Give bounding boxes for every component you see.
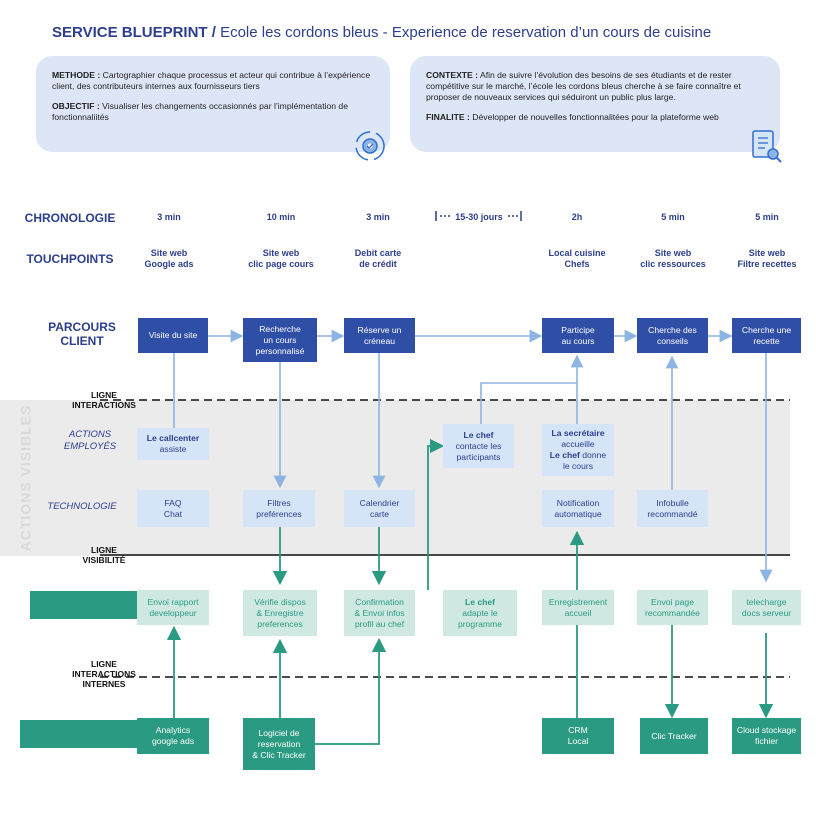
employe-chef-donne-text: donne le cours bbox=[562, 450, 607, 471]
touchpoint-2: Site web clic page cours bbox=[248, 248, 314, 269]
tech-calendrier-carte: Calendrier carte bbox=[344, 490, 415, 527]
touchpoint-1: Site web Google ads bbox=[144, 248, 194, 269]
chronologie-7: 5 min bbox=[755, 212, 779, 222]
soutien-analytics: Analytics google ads bbox=[137, 718, 209, 754]
chronologie-2: 10 min bbox=[266, 212, 296, 222]
page-title: SERVICE BLUEPRINT / Ecole les cordons bl… bbox=[52, 24, 711, 41]
invisible-envoi-page: Envoi page recommandée bbox=[637, 590, 708, 625]
tech-infobulle: Infobulle recommandé bbox=[637, 490, 708, 527]
chronologie-6: 5 min bbox=[661, 212, 685, 222]
touchpoint-6: Site web clic ressources bbox=[640, 248, 706, 269]
visible-arrows bbox=[173, 353, 773, 583]
chronology-bracket bbox=[435, 211, 522, 221]
chronologie-5: 2h bbox=[571, 212, 583, 222]
chronologie-1: 3 min bbox=[157, 212, 181, 222]
employe-secretaire-bold: La secrétaire bbox=[551, 428, 605, 438]
methode-label: METHODE : bbox=[52, 70, 101, 80]
invisible-enregistrement: Enregistrement accueil bbox=[542, 590, 614, 625]
finalite-label: FINALITE : bbox=[426, 112, 470, 122]
employe-chef-bold: Le chef bbox=[463, 429, 494, 440]
gear-cycle-icon bbox=[355, 131, 385, 161]
parcours-cherche-conseils: Cherche des conseils bbox=[637, 318, 708, 353]
invisible-arrows bbox=[166, 438, 774, 745]
employe-callcenter-bold: Le callcenter bbox=[146, 433, 200, 443]
invisible-chef-adapte: Le chef adapte le programme bbox=[443, 590, 517, 636]
soutien-logiciel-reservation: Logiciel de reservation & Clic Tracker bbox=[243, 718, 315, 770]
invisible-telecharge: telecharge docs serveur bbox=[732, 590, 801, 625]
line-label-visibilite: LIGNE VISIBILITÉ bbox=[82, 545, 126, 565]
visible-actions-band bbox=[0, 400, 790, 556]
title-bold: SERVICE BLUEPRINT / bbox=[52, 24, 216, 41]
line-label-interactions: LIGNE INTERACTIONS bbox=[72, 390, 136, 410]
parcours-visite-site: Visite du site bbox=[138, 318, 208, 353]
row-label-technologie: TECHNOLOGIE bbox=[47, 501, 117, 512]
parcours-participe-cours: Participe au cours bbox=[542, 318, 614, 353]
touchpoint-3: Debit carte de crédit bbox=[354, 248, 402, 269]
parcours-recherche-cours: Recherche un cours personnalisé bbox=[243, 318, 317, 362]
methode-text: Cartographier chaque processus et acteur… bbox=[52, 70, 371, 91]
tech-filtres-preferences: Filtres preférences bbox=[243, 490, 315, 527]
tech-faq-chat: FAQ Chat bbox=[137, 490, 209, 527]
employe-callcenter: Le callcenter assiste bbox=[137, 428, 209, 460]
parcours-cherche-recette: Cherche une recette bbox=[732, 318, 801, 353]
row-label-processus: PROCESSUS DE SOUTIEN bbox=[20, 720, 140, 748]
employe-chef-contacte: Le chef contacte les participants bbox=[443, 424, 514, 468]
employe-secretaire: La secrétaire accueille Le chef donne le… bbox=[542, 424, 614, 476]
employe-chef-donne-bold: Le chef bbox=[549, 450, 580, 460]
context-card: CONTEXTE : Afin de suivre l’évolution de… bbox=[410, 56, 780, 152]
contexte-text: Afin de suivre l’évolution des besoins d… bbox=[426, 70, 741, 102]
soutien-clic-tracker: Clic Tracker bbox=[640, 718, 708, 754]
chronologie-3: 3 min bbox=[366, 212, 390, 222]
chronologie-4: 15-30 jours bbox=[455, 212, 503, 222]
invisible-verifie-dispos: Vérifie dispos & Enregistre preferences bbox=[243, 590, 317, 636]
invisible-envoi-rapport: Envoi rapport developpeur bbox=[137, 590, 209, 625]
objectif-text: Visualiser les changements occasionnés p… bbox=[52, 101, 348, 122]
objectif-label: OBJECTIF : bbox=[52, 101, 100, 111]
title-text: Ecole les cordons bleus - Experience de … bbox=[215, 24, 712, 41]
parcours-reserve-creneau: Réserve un créneau bbox=[344, 318, 415, 353]
checklist-magnifier-icon bbox=[752, 130, 782, 163]
soutien-cloud: Cloud stockage fichier bbox=[732, 718, 801, 754]
row-label-actions-invisibles: ACTIONS INVISIBLES bbox=[30, 591, 150, 619]
contexte-label: CONTEXTE : bbox=[426, 70, 479, 80]
line-label-internes: LIGNE INTERACTIONS INTERNES bbox=[72, 659, 136, 689]
row-label-touchpoints: TOUCHPOINTS bbox=[26, 252, 114, 266]
invisible-confirmation: Confirmation & Envoi infos profil au che… bbox=[344, 590, 415, 636]
finalite-text: Développer de nouvelles fonctionnalitées… bbox=[469, 112, 719, 122]
invisible-chef-bold: Le chef bbox=[464, 596, 496, 607]
soutien-crm: CRM Local bbox=[542, 718, 614, 754]
invisible-chef-text: adapte le programme bbox=[458, 607, 502, 629]
tech-notification: Notification automatique bbox=[542, 490, 614, 527]
row-label-parcours: PARCOURS CLIENT bbox=[48, 320, 116, 348]
row-label-chronologie: CHRONOLOGIE bbox=[24, 211, 116, 225]
employe-secretaire-text: accueille bbox=[561, 439, 595, 449]
employe-callcenter-text: assiste bbox=[159, 444, 187, 454]
method-card: METHODE : Cartographier chaque processus… bbox=[36, 56, 390, 152]
row-label-actions-employes: ACTIONS EMPLOYÉS bbox=[63, 429, 117, 452]
employe-chef-text: contacte les participants bbox=[455, 440, 502, 462]
touchpoint-7: Site web Filtre recettes bbox=[737, 248, 797, 269]
touchpoint-5: Local cuisine Chefs bbox=[548, 248, 606, 269]
